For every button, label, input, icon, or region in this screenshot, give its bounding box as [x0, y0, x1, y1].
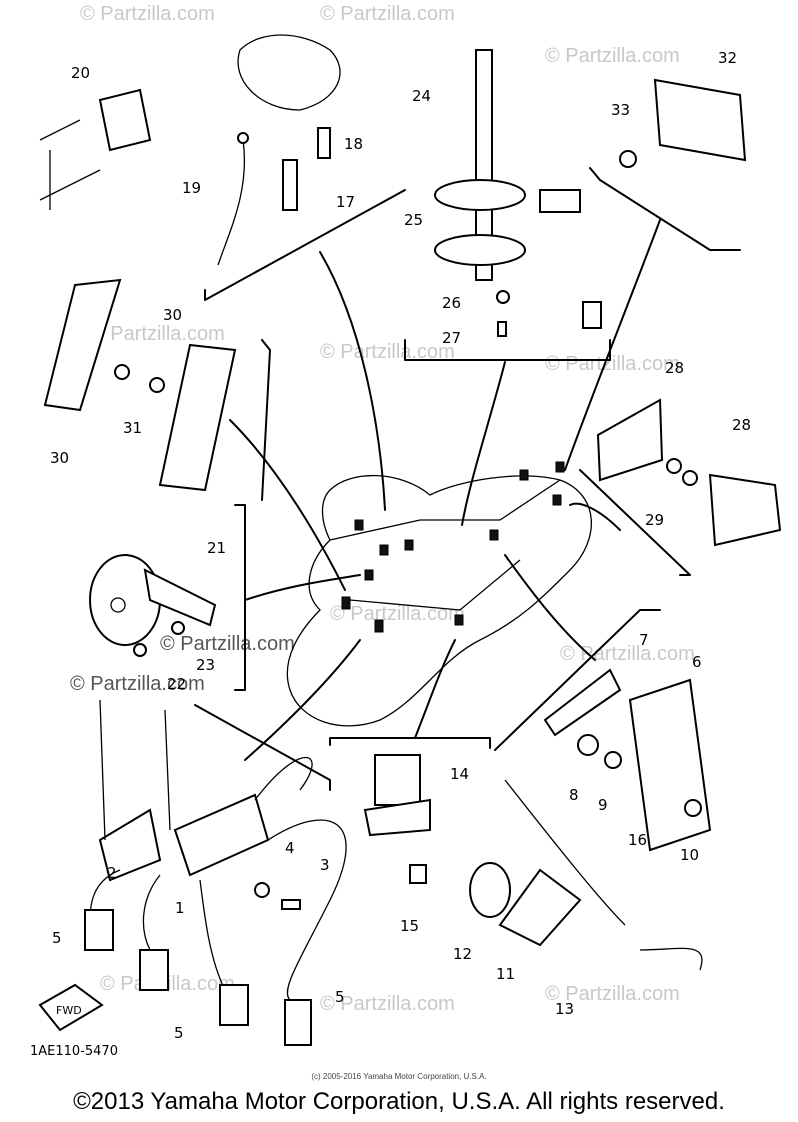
side-reflector-parts [596, 398, 782, 547]
copyright-notice: ©2013 Yamaha Motor Corporation, U.S.A. A… [73, 1088, 725, 1115]
watermark-text: © Partzilla.com [80, 3, 215, 25]
part-label-28: 28 [665, 359, 684, 377]
part-label-8: 8 [569, 786, 579, 804]
part-label-12: 12 [453, 945, 472, 963]
watermark-text: © Partzilla.com [320, 993, 455, 1015]
regulator-parts [469, 668, 712, 971]
watermark-text: © Partzilla.com [545, 983, 680, 1005]
fwd-label: FWD [56, 1004, 82, 1017]
part-label-30: 30 [50, 449, 69, 467]
part-label-5: 5 [335, 988, 345, 1006]
watermark-text: © Partzilla.com [90, 323, 225, 345]
part-label-14: 14 [450, 765, 469, 783]
frame-outline [286, 461, 592, 727]
part-label-1: 1 [175, 899, 185, 917]
part-label-19: 19 [182, 179, 201, 197]
leader-lines [194, 167, 741, 791]
part-label-28: 28 [732, 416, 751, 434]
part-label-21: 21 [207, 539, 226, 557]
part-label-7: 7 [639, 631, 649, 649]
diagram-code: 1AE110-5470 [30, 1044, 118, 1059]
horn-parts [89, 554, 217, 657]
ignition-coil-parts: FWD [38, 699, 347, 1046]
watermark-text: © Partzilla.com [545, 45, 680, 67]
part-label-23: 23 [196, 656, 215, 674]
part-label-6: 6 [692, 653, 702, 671]
part-label-2: 2 [107, 864, 117, 882]
part-label-9: 9 [598, 796, 608, 814]
relay-part [39, 88, 152, 210]
part-label-16: 16 [628, 831, 647, 849]
part-label-32: 32 [718, 49, 737, 67]
part-label-31: 31 [123, 419, 142, 437]
watermark-text: © Partzilla.com [320, 341, 455, 363]
part-label-26: 26 [442, 294, 461, 312]
part-label-17: 17 [336, 193, 355, 211]
watermark-text: © Partzilla.com [70, 673, 205, 695]
part-label-22: 22 [167, 675, 186, 693]
part-labels: 20 18 17 19 24 25 26 27 32 33 28 28 29 3… [50, 49, 751, 1042]
part-label-29: 29 [645, 511, 664, 529]
part-label-30: 30 [163, 306, 182, 324]
sensor-parts [217, 34, 341, 266]
part-label-5: 5 [174, 1024, 184, 1042]
part-label-25: 25 [404, 211, 423, 229]
watermark-text: © Partzilla.com [545, 353, 680, 375]
watermark-text: © Partzilla.com [320, 3, 455, 25]
watermark-text: © Partzilla.com [160, 633, 295, 655]
part-label-33: 33 [611, 101, 630, 119]
part-label-18: 18 [344, 135, 363, 153]
part-label-3: 3 [320, 856, 330, 874]
solenoid-parts [363, 754, 431, 884]
part-label-10: 10 [680, 846, 699, 864]
watermark-group: © Partzilla.com © Partzilla.com © Partzi… [70, 3, 695, 1015]
part-label-4: 4 [285, 839, 295, 857]
watermark-text: © Partzilla.com [330, 603, 465, 625]
small-copyright: (c) 2005-2016 Yamaha Motor Corporation, … [311, 1072, 487, 1081]
fuel-sender-parts [434, 49, 602, 337]
part-label-20: 20 [71, 64, 90, 82]
part-label-5: 5 [52, 929, 62, 947]
rear-reflector-parts [43, 278, 237, 492]
part-label-27: 27 [442, 329, 461, 347]
part-label-15: 15 [400, 917, 419, 935]
part-label-24: 24 [412, 87, 431, 105]
part-label-13: 13 [555, 1000, 574, 1018]
reflector-parts [619, 78, 747, 168]
part-label-11: 11 [496, 965, 515, 983]
